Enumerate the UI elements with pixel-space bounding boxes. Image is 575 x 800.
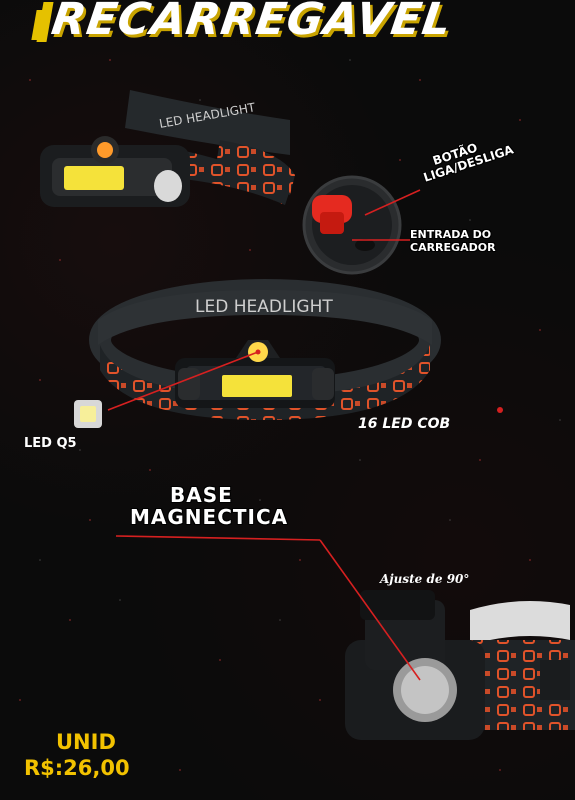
headlamp-middle [89, 279, 441, 420]
price-value: R$:26,00 [24, 756, 130, 780]
headlamp-top [40, 90, 295, 207]
charger-port-label: ENTRADA DO CARREGADOR [410, 228, 496, 254]
led-q5-label: LED Q5 [24, 436, 77, 451]
red-dot [497, 407, 503, 413]
button-closeup [302, 175, 402, 275]
adjust-angle-label: Ajuste de 90° [380, 572, 470, 586]
led-cob-label: 16 LED COB [358, 416, 451, 432]
magnetic-base-label: BASE MAGNECTICA [130, 483, 289, 529]
led-q5-chip [74, 400, 102, 428]
unit-label: UNID [56, 730, 116, 754]
band-text-middle: LED HEADLIGHT [195, 297, 333, 317]
callout-lines [107, 189, 421, 681]
headlamp-bottom [345, 590, 575, 740]
